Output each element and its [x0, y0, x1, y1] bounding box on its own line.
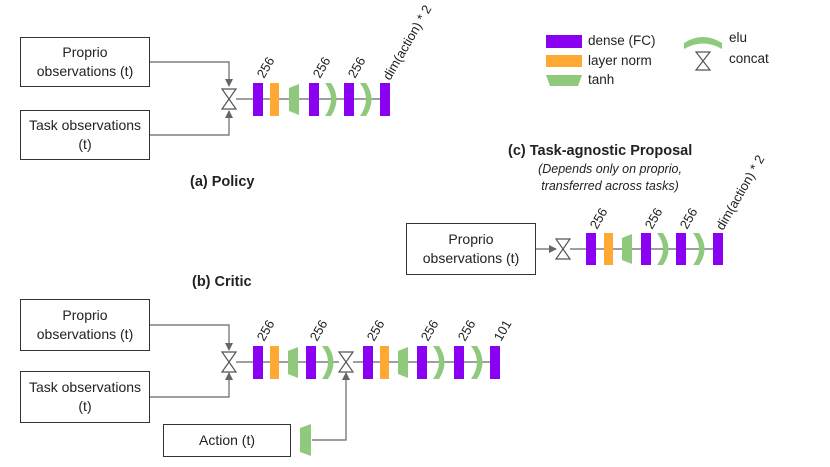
layer-norm-layer: [270, 83, 279, 116]
elu-layer: [322, 346, 334, 379]
policy-layers: [253, 83, 390, 116]
tanh-layer: [300, 424, 311, 456]
size-label: 256: [310, 54, 334, 80]
dense-layer: [454, 346, 464, 379]
legend-elu-swatch: [684, 37, 722, 49]
layer-norm-layer: [604, 233, 613, 265]
critic-concat-icon-2: [337, 351, 355, 373]
legend-concat-icon: [694, 51, 712, 71]
size-label: 256: [345, 54, 369, 80]
dense-layer: [253, 83, 263, 116]
legend-tanh-swatch: [546, 75, 582, 86]
elu-layer: [693, 233, 705, 265]
dense-layer: [490, 346, 500, 379]
proposal-size-labels: 256 256 256 dim(action) * 2: [587, 152, 768, 232]
legend-dense-swatch: [546, 35, 582, 48]
critic-action-box: Action (t): [163, 424, 291, 457]
size-label: 256: [587, 205, 611, 231]
legend-dense-label: dense (FC): [588, 33, 656, 48]
size-label: 256: [307, 317, 331, 343]
size-label: 256: [418, 317, 442, 343]
policy-size-labels: 256 256 256 dim(action) * 2: [254, 2, 435, 82]
elu-layer: [325, 83, 337, 116]
dense-layer: [380, 83, 390, 116]
elu-layer: [360, 83, 372, 116]
tanh-layer: [289, 84, 299, 115]
dense-layer: [309, 83, 319, 116]
critic-connectors: [150, 324, 500, 441]
policy-title: (a) Policy: [190, 174, 255, 190]
policy-proprio-label: Proprio observations (t): [36, 44, 134, 79]
policy-task-label: Task observations (t): [28, 117, 142, 152]
elu-layer: [657, 233, 669, 265]
size-label: 256: [364, 317, 388, 343]
size-label: dim(action) * 2: [713, 152, 768, 232]
proposal-note: (Depends only on proprio, transferred ac…: [518, 161, 702, 195]
legend-tanh-label: tanh: [588, 72, 615, 87]
size-label: 101: [491, 317, 515, 343]
dense-layer: [713, 233, 723, 265]
dense-layer: [306, 346, 316, 379]
elu-layer: [471, 346, 483, 379]
legend-elu-label: elu: [729, 30, 748, 45]
proposal-concat-icon: [554, 238, 572, 260]
proposal-proprio-box: Proprio observations (t): [406, 223, 536, 275]
size-label: 256: [254, 54, 278, 80]
legend-layer-norm-swatch: [546, 55, 582, 67]
critic-task-label: Task observations (t): [28, 379, 142, 414]
proposal-proprio-label: Proprio observations (t): [422, 231, 520, 266]
proposal-note-line-1: (Depends only on proprio,: [538, 162, 682, 176]
legend-concat-label: concat: [729, 51, 769, 66]
proposal-layers: [586, 233, 723, 265]
dense-layer: [641, 233, 651, 265]
dense-layer: [417, 346, 427, 379]
legend: [546, 35, 722, 86]
layer-norm-layer: [380, 346, 389, 379]
dense-layer: [676, 233, 686, 265]
critic-concat-icon-1: [220, 351, 238, 373]
proposal-title: (c) Task-agnostic Proposal: [508, 143, 693, 159]
dense-layer: [344, 83, 354, 116]
policy-task-box: Task observations (t): [20, 110, 150, 160]
dense-layer: [363, 346, 373, 379]
size-label: 256: [254, 317, 278, 343]
policy-concat-icon: [220, 88, 238, 110]
critic-layers-2: [363, 346, 500, 379]
tanh-layer: [398, 347, 408, 378]
tanh-layer: [288, 347, 298, 378]
proposal-note-line-2: transferred across tasks): [541, 179, 679, 193]
critic-action-label: Action (t): [198, 432, 255, 448]
dense-layer: [586, 233, 596, 265]
layer-norm-layer: [270, 346, 279, 379]
critic-layers-1: [253, 346, 334, 379]
critic-task-box: Task observations (t): [20, 371, 150, 423]
critic-size-labels: 256 256 256 256 256 101: [254, 317, 515, 343]
elu-layer: [433, 346, 445, 379]
critic-proprio-box: Proprio observations (t): [20, 299, 150, 351]
size-label: 256: [455, 317, 479, 343]
dense-layer: [253, 346, 263, 379]
size-label: 256: [642, 205, 666, 231]
size-label: 256: [677, 205, 701, 231]
policy-proprio-box: Proprio observations (t): [20, 37, 150, 87]
critic-action-layer: [300, 424, 311, 456]
critic-proprio-label: Proprio observations (t): [36, 307, 134, 342]
legend-layer-norm-label: layer norm: [588, 53, 652, 68]
critic-title: (b) Critic: [192, 274, 252, 290]
size-label: dim(action) * 2: [380, 2, 435, 82]
tanh-layer: [622, 234, 632, 264]
